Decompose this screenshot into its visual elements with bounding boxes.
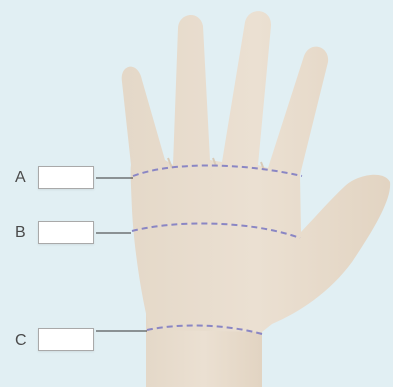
answer-box-b[interactable]	[38, 221, 94, 244]
label-letter-b: B	[15, 225, 26, 241]
answer-box-a[interactable]	[38, 166, 94, 189]
hand-shape	[122, 11, 390, 332]
label-letter-a: A	[15, 170, 26, 186]
label-letter-c: C	[15, 333, 27, 349]
answer-box-c[interactable]	[38, 328, 94, 351]
